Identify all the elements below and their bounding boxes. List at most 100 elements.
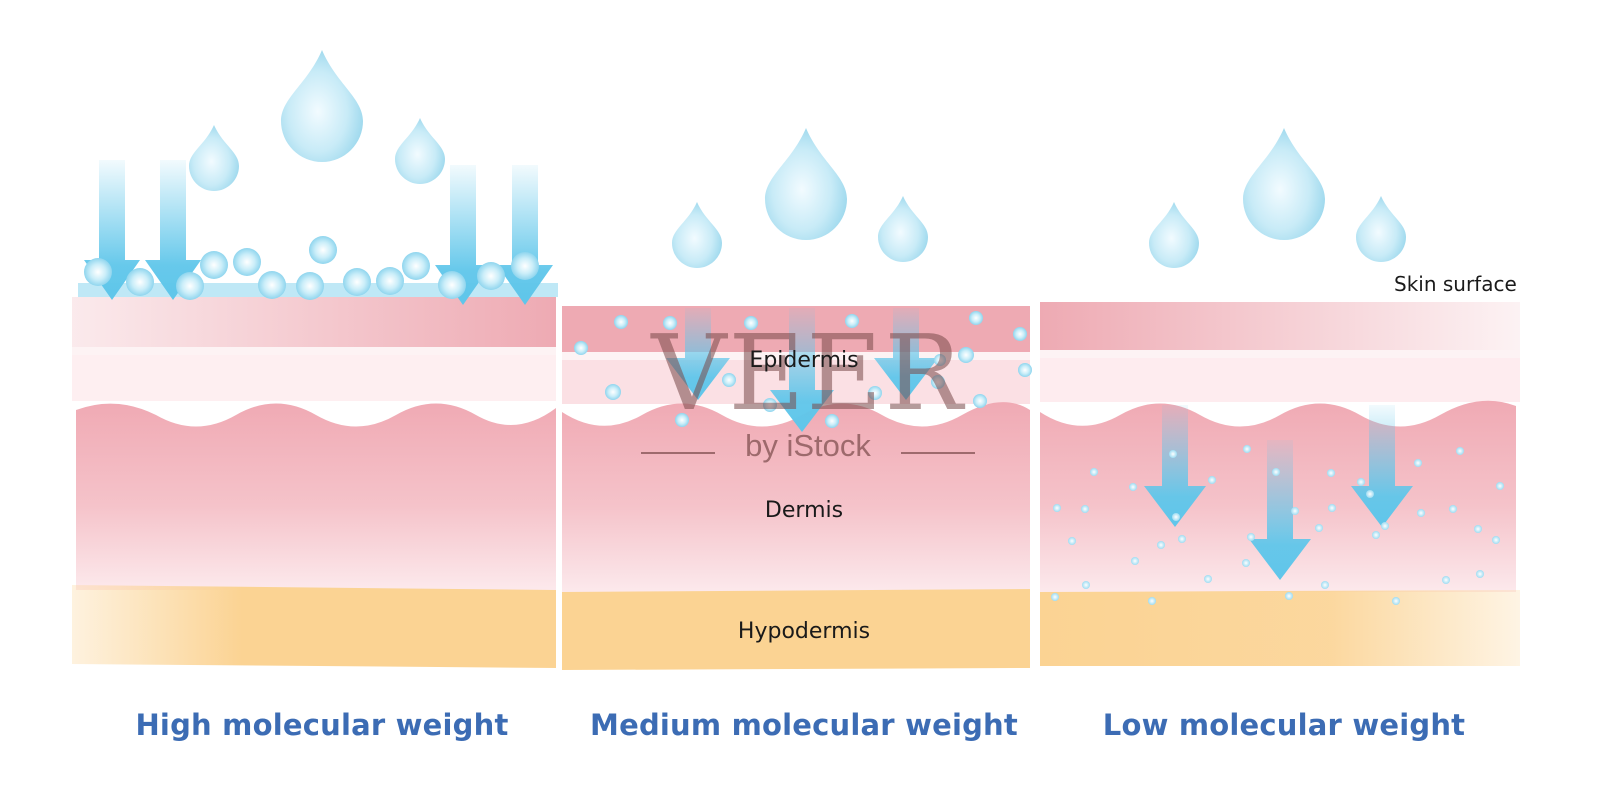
label-dermis: Dermis bbox=[764, 498, 844, 523]
molecule-bubble bbox=[477, 262, 505, 290]
dermis-layer bbox=[76, 403, 556, 590]
molecule-bubble bbox=[969, 311, 983, 325]
molecule-dot bbox=[1492, 536, 1500, 544]
watermark-line-left bbox=[641, 452, 715, 454]
molecule-dot bbox=[1381, 522, 1389, 530]
molecule-dot bbox=[1090, 468, 1098, 476]
water-drop-icon bbox=[281, 50, 363, 162]
low-arrows bbox=[1144, 405, 1413, 580]
water-drop-icon bbox=[1356, 196, 1406, 262]
molecule-dot bbox=[1243, 445, 1251, 453]
down-arrow-icon bbox=[1144, 405, 1206, 527]
water-drop-icon bbox=[878, 196, 928, 262]
label-epidermis: Epidermis bbox=[749, 348, 859, 373]
epidermis-lower-band bbox=[1040, 358, 1520, 402]
molecule-dot bbox=[1051, 593, 1059, 601]
hypodermis-layer bbox=[1040, 590, 1520, 666]
molecule-bubble bbox=[663, 316, 677, 330]
label-hypodermis: Hypodermis bbox=[737, 619, 871, 644]
molecule-bubble bbox=[309, 236, 337, 264]
molecule-bubble bbox=[438, 271, 466, 299]
molecule-bubble bbox=[744, 316, 758, 330]
down-arrow-icon bbox=[770, 308, 834, 432]
molecule-bubble bbox=[1013, 327, 1027, 341]
caption-low: Low molecular weight bbox=[1102, 708, 1466, 742]
dermis-layer bbox=[562, 402, 1030, 592]
molecule-dot bbox=[1148, 597, 1156, 605]
molecule-dot bbox=[1172, 513, 1180, 521]
caption-medium: Medium molecular weight bbox=[590, 708, 1018, 742]
water-drop-icon bbox=[395, 118, 445, 184]
down-arrow-icon bbox=[435, 165, 491, 305]
panel-divider bbox=[1034, 300, 1039, 680]
molecule-dot bbox=[1291, 507, 1299, 515]
caption-high: High molecular weight bbox=[135, 708, 509, 742]
water-drop-icon bbox=[1243, 128, 1325, 240]
molecule-dot bbox=[1068, 537, 1076, 545]
hypodermis-layer bbox=[72, 585, 556, 668]
molecule-dot bbox=[1208, 476, 1216, 484]
molecule-dot bbox=[1417, 509, 1425, 517]
epidermis-lower-band bbox=[72, 355, 556, 401]
molecule-dot bbox=[1157, 541, 1165, 549]
molecule-bubble bbox=[958, 347, 974, 363]
molecule-dot bbox=[1081, 505, 1089, 513]
down-arrow-icon bbox=[1351, 405, 1413, 527]
panel-high bbox=[72, 283, 558, 668]
molecule-dot bbox=[1442, 576, 1450, 584]
molecule-dot bbox=[1496, 482, 1504, 490]
molecule-dots bbox=[1051, 445, 1504, 605]
molecule-dot bbox=[1476, 570, 1484, 578]
molecule-dot bbox=[1247, 533, 1255, 541]
water-drop-icon bbox=[189, 125, 239, 191]
molecule-bubble bbox=[402, 252, 430, 280]
molecule-bubble bbox=[845, 314, 859, 328]
molecule-bubble bbox=[343, 268, 371, 296]
molecule-bubble bbox=[176, 272, 204, 300]
molecule-dot bbox=[1392, 597, 1400, 605]
molecule-bubble bbox=[722, 373, 736, 387]
molecule-bubble bbox=[931, 375, 945, 389]
molecule-bubble bbox=[84, 258, 112, 286]
molecule-dot bbox=[1328, 504, 1336, 512]
label-skin-surface: Skin surface bbox=[1394, 272, 1517, 296]
molecule-bubble bbox=[825, 414, 839, 428]
molecule-dot bbox=[1169, 450, 1177, 458]
watermark-sub: by iStock bbox=[745, 428, 871, 463]
down-arrow-icon bbox=[666, 308, 730, 400]
molecule-dot bbox=[1321, 581, 1329, 589]
molecule-dot bbox=[1178, 535, 1186, 543]
down-arrow-icon bbox=[497, 165, 553, 305]
medium-arrows bbox=[666, 308, 938, 432]
molecule-dot bbox=[1456, 447, 1464, 455]
molecule-bubble bbox=[614, 315, 628, 329]
molecule-dot bbox=[1204, 575, 1212, 583]
epidermis-top-band bbox=[72, 297, 556, 347]
molecule-bubble bbox=[511, 252, 539, 280]
molecule-dot bbox=[1327, 469, 1335, 477]
molecule-dot bbox=[1131, 557, 1139, 565]
molecule-bubble bbox=[258, 271, 286, 299]
molecule-dot bbox=[1357, 478, 1365, 486]
molecule-dot bbox=[1449, 505, 1457, 513]
molecule-bubbles bbox=[84, 236, 1032, 428]
molecule-bubble bbox=[296, 272, 324, 300]
hypodermis-layer bbox=[562, 589, 1030, 670]
molecule-bubble bbox=[763, 398, 777, 412]
molecule-bubble bbox=[200, 251, 228, 279]
molecule-dot bbox=[1242, 559, 1250, 567]
molecule-bubble bbox=[126, 268, 154, 296]
molecule-dot bbox=[1315, 524, 1323, 532]
epidermis-top-band bbox=[1040, 302, 1520, 350]
molecule-bubble bbox=[574, 341, 588, 355]
molecule-dot bbox=[1082, 581, 1090, 589]
molecule-dot bbox=[1366, 490, 1374, 498]
water-drop-icon bbox=[765, 128, 847, 240]
molecule-dot bbox=[1414, 459, 1422, 467]
water-drops bbox=[189, 50, 1406, 268]
panel-divider bbox=[557, 300, 562, 680]
down-arrow-icon bbox=[1249, 440, 1311, 580]
molecule-bubble bbox=[376, 267, 404, 295]
molecule-bubble bbox=[868, 386, 882, 400]
watermark-line-right bbox=[901, 452, 975, 454]
